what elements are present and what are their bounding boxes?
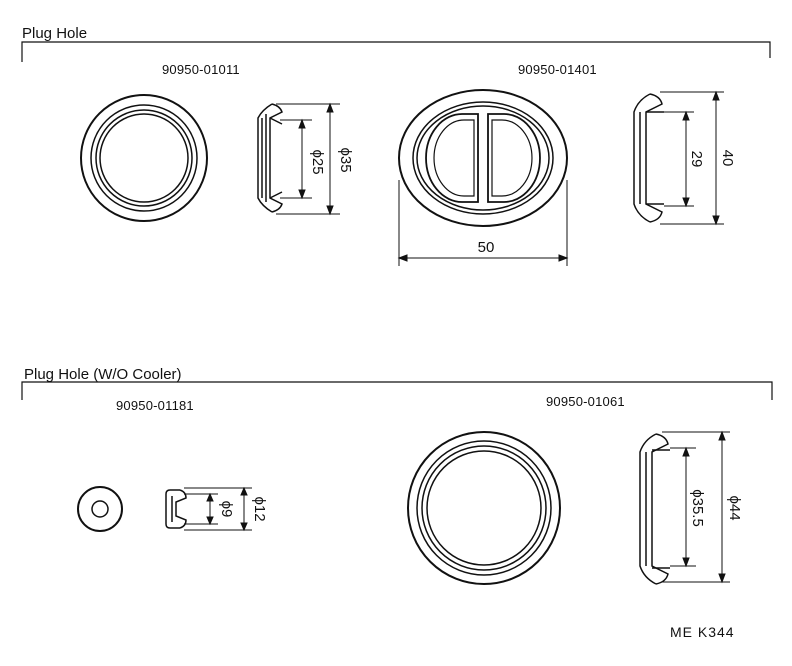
section-title-plug-hole-wo-cooler: Plug Hole (W/O Cooler) [24,366,182,383]
dim-phi35: ϕ35 [337,147,354,172]
dim-phi9: ϕ9 [218,501,235,518]
dim-phi35-5: ϕ35.5 [689,489,706,527]
dim-40: 40 [719,150,736,167]
plug-90950-01061-side-view [639,433,670,585]
plug-90950-01401-front-view [398,89,568,227]
dim-50: 50 [478,239,495,256]
dim-phi12: ϕ12 [251,496,268,521]
plug-90950-01401-side-view [633,93,664,223]
dimension-lines-90950-01401 [397,90,724,266]
dimension-lines-90950-01061 [662,430,730,584]
section-bracket-plug-hole [21,41,771,62]
part-number-90950-01401: 90950-01401 [518,62,597,77]
plug-90950-01181-side-view [165,489,187,529]
dimension-lines-90950-01011 [276,102,340,216]
dim-29: 29 [688,151,705,168]
section-title-plug-hole: Plug Hole [22,25,88,42]
plug-90950-01181-front-view [77,486,123,532]
dim-phi25: ϕ25 [309,149,326,174]
dimension-lines-90950-01181 [184,486,252,532]
plug-90950-01011-side-view [257,103,283,213]
part-number-90950-01011: 90950-01011 [162,62,240,77]
dim-phi44: ϕ44 [726,495,743,520]
part-number-90950-01061: 90950-01061 [546,394,625,409]
plug-90950-01061-front-view [407,431,561,585]
drawing-code: ME K344 [670,624,735,640]
section-bracket-plug-hole-wo-cooler [21,381,773,400]
plug-90950-01011-front-view [80,94,208,222]
part-number-90950-01181: 90950-01181 [116,398,194,413]
